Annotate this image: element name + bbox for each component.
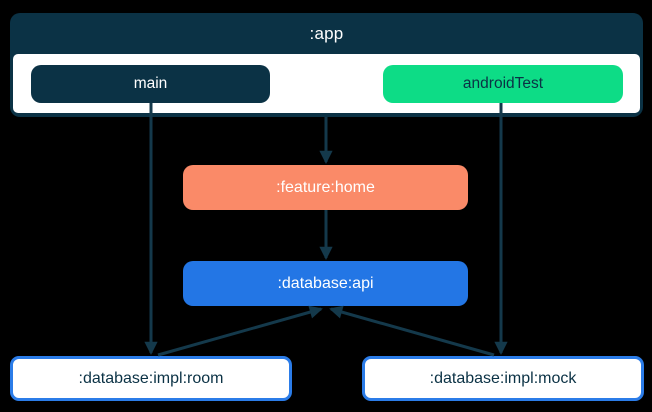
- node-database-impl-mock: :database:impl:mock: [362, 356, 644, 401]
- node-feature-home: :feature:home: [183, 165, 468, 210]
- source-set-androidtest: androidTest: [383, 65, 623, 103]
- node-database-impl-room: :database:impl:room: [10, 356, 292, 401]
- node-app-label: :app: [309, 23, 344, 43]
- node-database-api: :database:api: [183, 261, 468, 306]
- source-set-main: main: [31, 65, 270, 103]
- node-app: :app main androidTest: [10, 13, 643, 117]
- edge-database-impl-room-to-database-api: [157, 305, 323, 357]
- edge-database-impl-mock-to-database-api: [329, 305, 495, 357]
- node-app-source-set-area: main androidTest: [13, 54, 640, 113]
